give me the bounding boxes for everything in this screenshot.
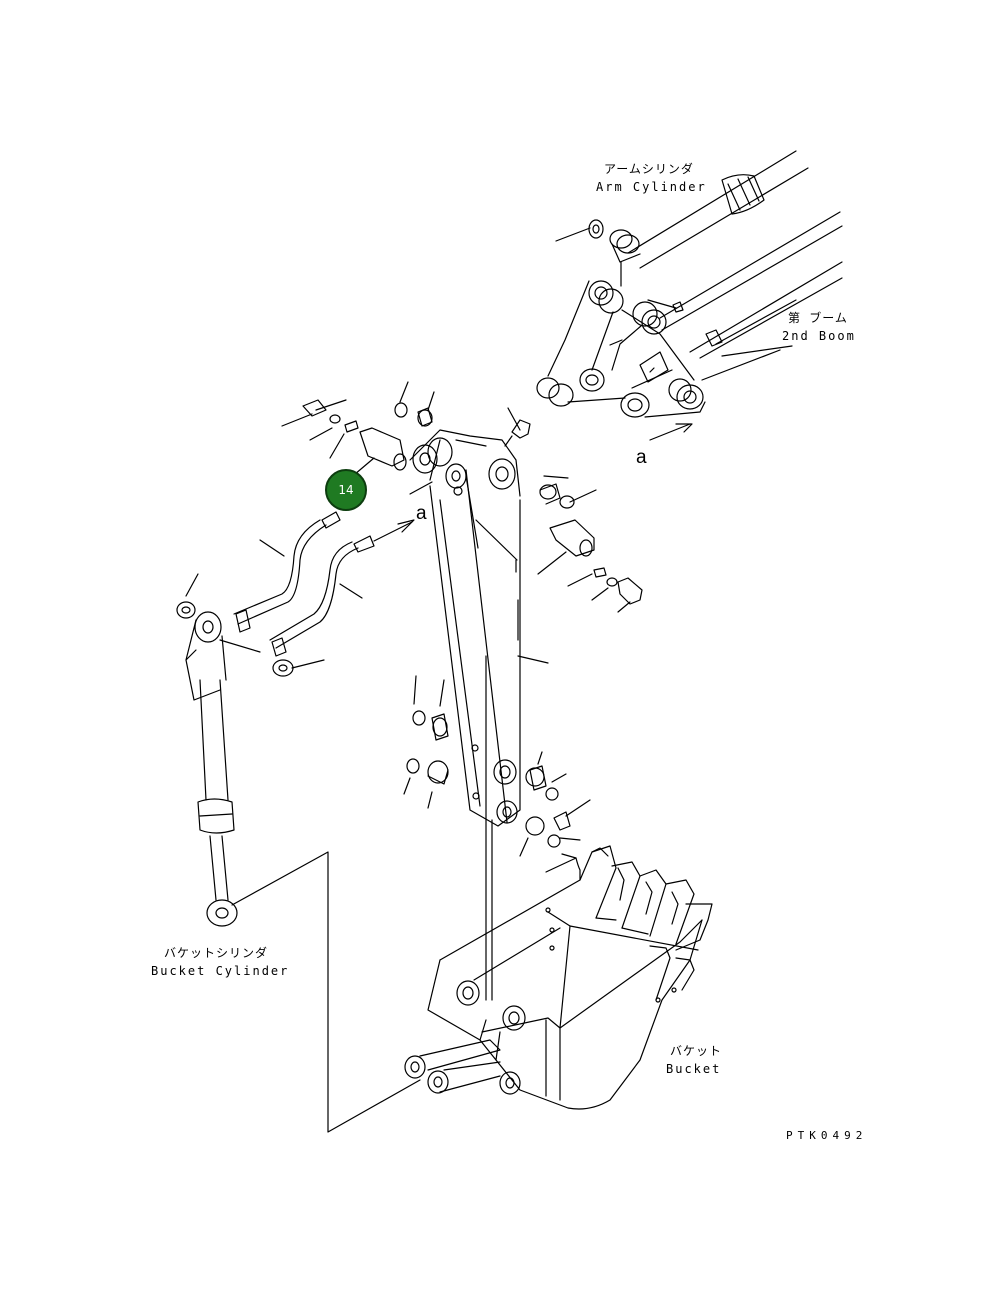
arm-body-drawing (410, 430, 548, 1000)
leader-lines (232, 424, 692, 1132)
bucket-cylinder-label-en: Bucket Cylinder (151, 964, 290, 978)
callout-14-number: 14 (338, 483, 354, 497)
callout-14-button[interactable]: 14 (325, 469, 367, 511)
arm-cylinder-label-en: Arm Cylinder (596, 180, 707, 194)
arm-cylinder-label-jp: アームシリンダ (604, 162, 694, 176)
bucket-label-en: Bucket (666, 1062, 722, 1076)
bucket-cylinder-label-jp: バケットシリンダ (164, 946, 269, 960)
bucket-cylinder-drawing (177, 574, 324, 926)
reference-a-top: a (636, 447, 647, 468)
second-boom-drawing (537, 212, 842, 417)
drawing-code: PTK0492 (786, 1129, 868, 1142)
reference-a-middle: a (416, 503, 427, 524)
second-boom-label-jp: 第 ブーム (788, 311, 848, 325)
arm-cylinder-drawing (556, 151, 808, 286)
bucket-drawing (405, 846, 712, 1109)
hardware-bottom-drawing (404, 676, 590, 856)
hardware-top-drawing (282, 382, 642, 612)
second-boom-label-en: 2nd Boom (782, 329, 856, 343)
bucket-label-jp: バケット (670, 1044, 723, 1058)
hose-drawing (220, 512, 412, 656)
